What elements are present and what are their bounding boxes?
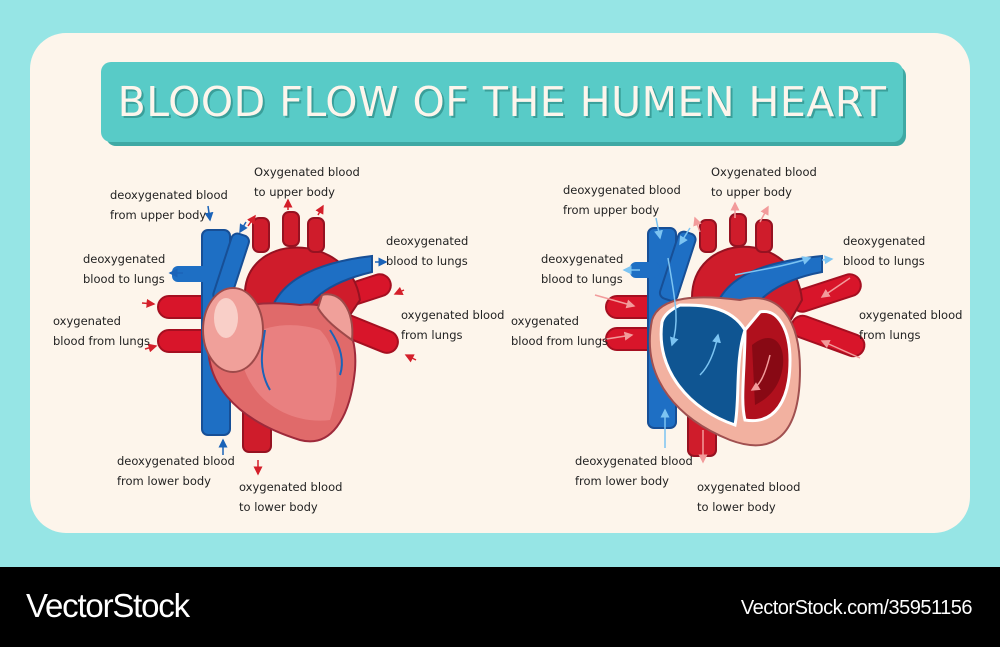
right-label-deoxy-to-lungs-left: deoxygenated blood to lungs [541,252,624,286]
brand-logo: VectorStock [26,587,190,624]
right-label-oxy-from-lungs-right: oxygenated blood from lungs [859,308,963,342]
left-label-oxy-to-upper: Oxygenated blood to upper body [254,165,360,199]
left-label-deoxy-from-upper: deoxygenated blood from upper body [110,188,228,222]
left-label-deoxy-from-lower: deoxygenated blood from lower body [117,454,235,488]
right-label-deoxy-to-lungs-right: deoxygenated blood to lungs [843,234,926,268]
left-label-deoxy-to-lungs-right: deoxygenated blood to lungs [386,234,469,268]
title-banner: BLOOD FLOW OF THE HUMEN HEART [101,62,903,142]
watermark-footer: VectorStock VectorStock.com/35951156 [0,567,1000,647]
right-label-oxy-to-upper: Oxygenated blood to upper body [711,165,817,199]
image-url: VectorStock.com/35951156 [740,597,973,619]
left-label-deoxy-to-lungs-left: deoxygenated blood to lungs [83,252,166,286]
right-label-oxy-from-lungs-left: oxygenated blood from lungs [511,314,609,348]
left-label-oxy-to-lower: oxygenated blood to lower body [239,480,343,514]
left-label-oxy-from-lungs-left: oxygenated blood from lungs [53,314,151,348]
left-label-oxy-from-lungs-right: oxygenated blood from lungs [401,308,505,342]
right-label-oxy-to-lower: oxygenated blood to lower body [697,480,801,514]
right-label-deoxy-from-upper: deoxygenated blood from upper body [563,183,681,217]
left-heart-external [141,198,417,476]
right-label-deoxy-from-lower: deoxygenated blood from lower body [575,454,693,488]
right-heart-cross-section [594,201,866,464]
page-title: BLOOD FLOW OF THE HUMEN HEART [117,78,887,126]
